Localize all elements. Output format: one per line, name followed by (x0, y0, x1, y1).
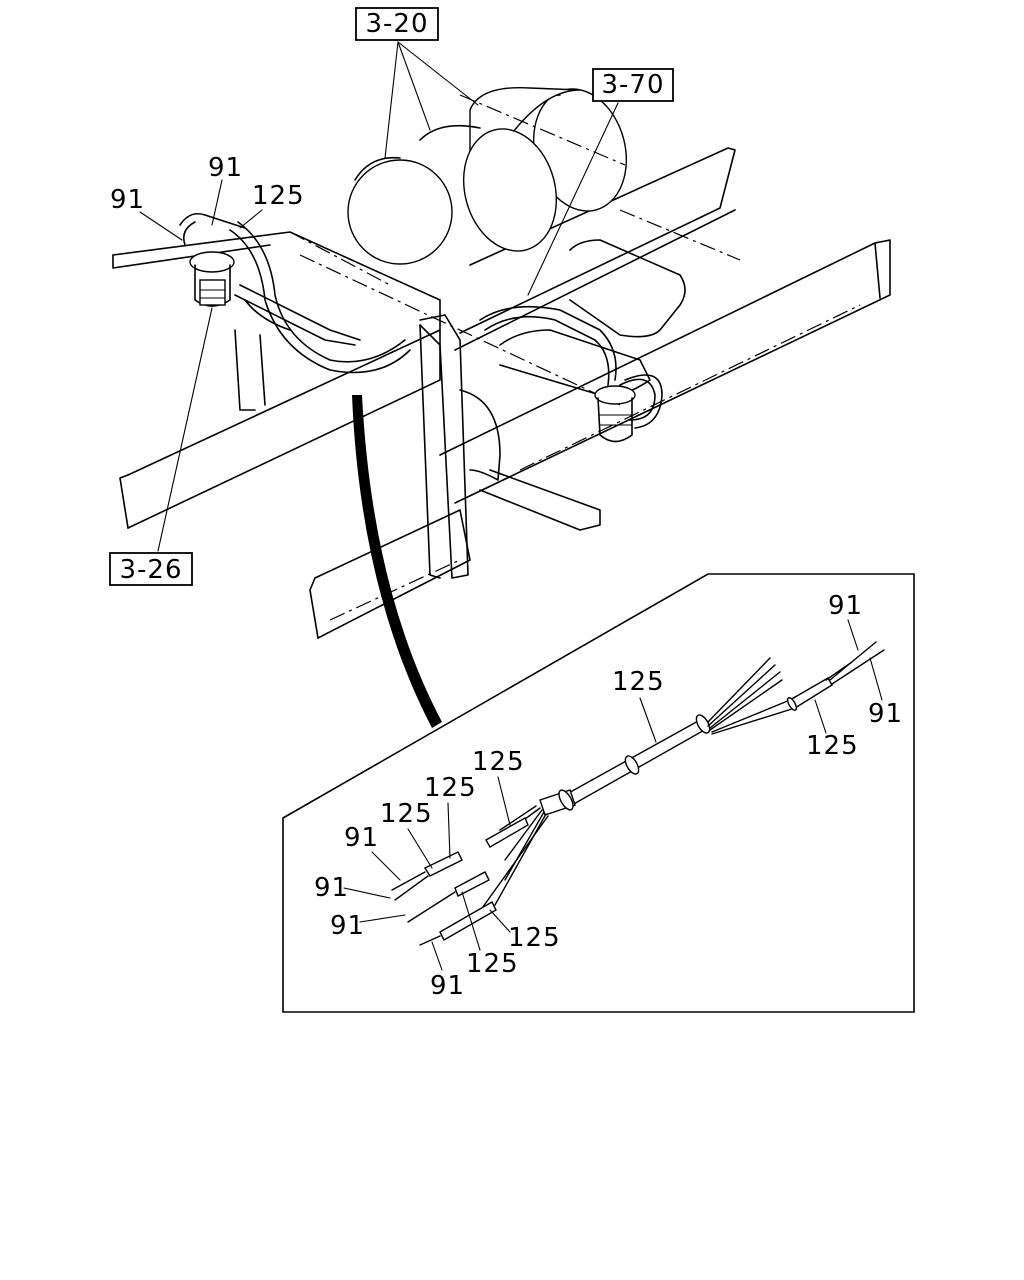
harness-detail-illustration (391, 641, 885, 946)
harness-routing (179, 212, 663, 429)
detail-125-d: 125 (508, 923, 561, 953)
brake-chamber-right (594, 385, 636, 443)
detail-125-a: 125 (472, 747, 525, 777)
detail-125-c: 125 (380, 799, 433, 829)
detail-125-right: 125 (806, 731, 859, 761)
top-callouts: 91 91 125 (110, 153, 305, 241)
detail-arrow (352, 395, 442, 728)
detail-91-b: 91 (314, 873, 349, 903)
ref-3-26-label: 3-26 (119, 555, 182, 585)
ref-3-70-label: 3-70 (601, 70, 664, 100)
ref-3-26-group: 3-26 (109, 307, 213, 586)
air-tank-assembly (347, 86, 628, 265)
ref-3-70-group: 3-70 (527, 68, 674, 296)
detail-125-b: 125 (424, 773, 477, 803)
detail-91-tr1: 91 (828, 591, 863, 621)
ref-3-20-label: 3-20 (365, 9, 428, 39)
callout-125-a: 125 (252, 181, 305, 211)
callout-91-a: 91 (110, 185, 145, 215)
detail-91-d: 91 (430, 971, 465, 1001)
ref-3-20-group: 3-20 (355, 7, 479, 159)
detail-91-a: 91 (344, 823, 379, 853)
detail-91-c: 91 (330, 911, 365, 941)
detail-callouts: 91 91 125 125 125 125 125 91 91 91 125 1… (314, 591, 903, 1001)
detail-125-e: 125 (466, 949, 519, 979)
callout-91-b: 91 (208, 153, 243, 183)
detail-91-tr2: 91 (868, 699, 903, 729)
detail-panel-frame (282, 573, 915, 1013)
brake-chamber-left (189, 251, 235, 307)
chassis-frame-illustration (112, 147, 891, 639)
detail-125-top: 125 (612, 667, 665, 697)
